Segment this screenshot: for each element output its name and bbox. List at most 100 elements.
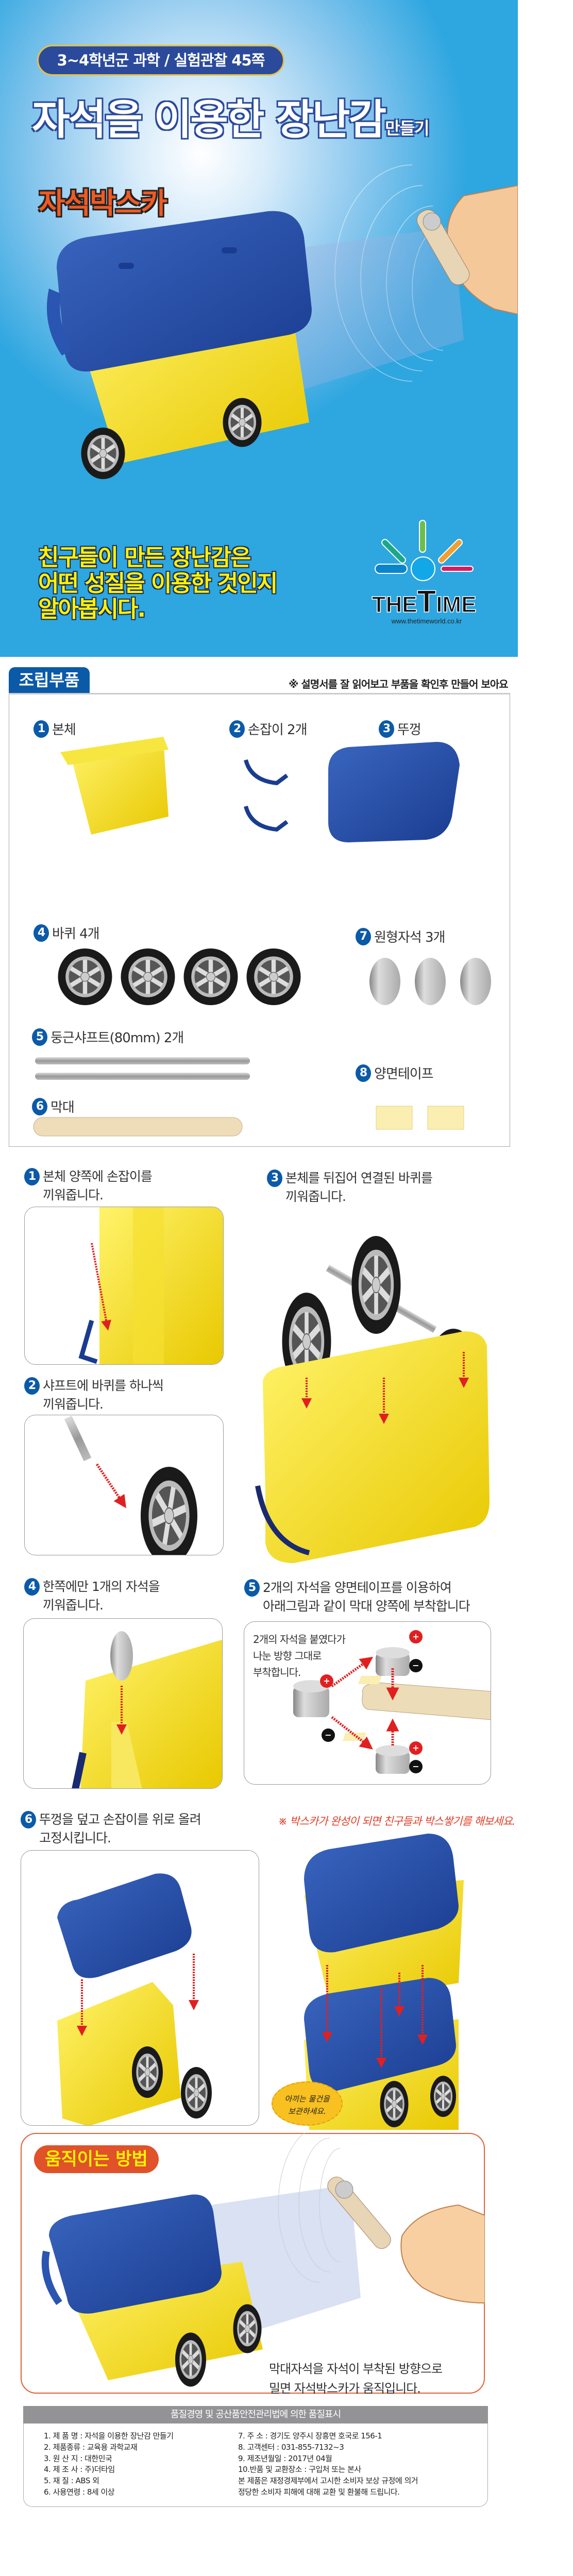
title-main: 자석을 이용한 장난감	[32, 96, 386, 144]
step-text: 끼워줍니다.	[285, 1189, 346, 1204]
step-number: 1	[24, 1168, 40, 1185]
step-text: 본체를 뒤집어 연결된 바퀴를	[285, 1171, 433, 1185]
part-name: 원형자석 3개	[374, 930, 445, 945]
tape-image	[376, 1106, 464, 1130]
movement-tab: 움직이는 방법	[34, 2145, 159, 2173]
quality-row: 10.반품 및 교환장소 : 구입처 또는 본사	[238, 2465, 361, 2475]
quality-row: 7. 주 소 : 경기도 양주시 장흥면 호국로 156-1	[238, 2431, 382, 2441]
curriculum-badge: 3~4학년군 과학 / 실험관찰 45쪽	[37, 45, 284, 76]
quality-row: 정당한 소비자 피해에 대해 교환 및 환불해 드립니다.	[238, 2487, 400, 2497]
quality-row: 4. 제 조 사 : 주)더타임	[44, 2465, 115, 2475]
step-5-caption: 2개의 자석을 붙였다가 나눈 방향 그대로 부착합니다.	[253, 1631, 346, 1681]
parts-note: ※ 설명서를 잘 읽어보고 부품을 확인후 만들어 보아요	[289, 678, 509, 690]
quality-row: 3. 원 산 지 : 대한민국	[44, 2453, 112, 2463]
hero-illustration: THETIME	[46, 164, 518, 619]
quality-row: 6. 사용연령 : 8세 이상	[44, 2487, 115, 2497]
movement-line: 밀면 자석박스카가 움직입니다.	[269, 2381, 421, 2396]
part-number: 6	[32, 1097, 47, 1115]
minus-pole-icon: −	[409, 1659, 423, 1672]
bubble-line: 보관하세요.	[288, 2107, 326, 2116]
part-number: 7	[356, 927, 371, 945]
stick-image	[33, 1117, 243, 1137]
logo-url: www.thetimeworld.co.kr	[391, 617, 462, 625]
intro-line: 친구들이 만든 장난감은	[38, 545, 251, 571]
minus-pole-icon: −	[409, 1760, 423, 1773]
plus-pole-icon: +	[409, 1741, 423, 1755]
magnets-image	[369, 958, 491, 1005]
part-name: 손잡이 2개	[248, 722, 307, 738]
intro-line: 어떤 성질을 이용한 것인지	[38, 570, 278, 597]
movement-illustration	[41, 2133, 485, 2394]
step-text: 한쪽에만 1개의 자석을	[43, 1579, 160, 1594]
part-name: 둥근샤프트(80mm) 2개	[50, 1030, 184, 1046]
the-time-logo: THETIME	[372, 520, 477, 619]
part-number: 2	[229, 720, 245, 738]
quality-row: 5. 재 질 : ABS 외	[44, 2476, 99, 2486]
quality-label-box	[23, 2406, 488, 2507]
part-number: 1	[33, 720, 49, 738]
parts-tab: 조립부품	[9, 667, 90, 693]
plus-pole-icon: +	[320, 1674, 333, 1688]
part-number: 3	[379, 720, 394, 738]
step-text: 끼워줍니다.	[43, 1397, 104, 1412]
part-name: 바퀴 4개	[52, 926, 100, 942]
wheels-image	[58, 948, 301, 1005]
parts-illustrations	[33, 737, 491, 1137]
quality-row: 9. 제조년월일 : 2017년 04월	[238, 2453, 332, 2463]
step-number: 3	[267, 1170, 282, 1187]
body-image	[60, 737, 168, 835]
step-number: 6	[21, 1811, 36, 1828]
step-number: 4	[24, 1578, 40, 1596]
box-car-image	[46, 211, 464, 479]
intro-line: 알아봅시다.	[38, 596, 146, 622]
product-name: 자석박스카	[39, 187, 167, 221]
part-name: 막대	[50, 1100, 75, 1115]
part-name: 양면테이프	[374, 1066, 434, 1082]
title-suffix: 만들기	[385, 118, 429, 138]
quality-row: 본 제품은 재정경제부에서 고시한 소비자 보상 규정에 의거	[238, 2476, 418, 2486]
step-text: 샤프트에 바퀴를 하나씩	[43, 1378, 164, 1393]
hand-with-magnet-image	[416, 184, 518, 315]
step-2-image	[24, 1415, 224, 1555]
step-text: 본체 양쪽에 손잡이를	[43, 1169, 153, 1184]
parts-box	[9, 693, 510, 1147]
movement-line: 막대자석을 자석이 부착된 방향으로	[269, 2362, 443, 2376]
handle-image	[244, 759, 289, 832]
step-text: 2개의 자석을 양면테이프를 이용하여	[263, 1580, 452, 1595]
step-text: 끼워줍니다.	[43, 1188, 104, 1202]
shafts-image	[35, 1057, 250, 1080]
part-number: 5	[32, 1028, 47, 1046]
hero-banner: THETIME 3~4학년군 과학 / 실험관찰 45쪽 자석을 이용한 장난감…	[0, 0, 518, 657]
stacked-boxcars-image	[304, 1834, 464, 2130]
caption-line: 부착합니다.	[253, 1666, 301, 1679]
caption-line: 2개의 자석을 붙였다가	[253, 1633, 346, 1646]
part-name: 본체	[52, 722, 76, 738]
step-text: 뚜껑을 덮고 손잡이를 위로 올려	[39, 1812, 201, 1827]
step-1-image	[24, 1207, 224, 1365]
step-text: 끼워줍니다.	[43, 1598, 104, 1613]
minus-pole-icon: −	[322, 1728, 335, 1742]
step-5-image: 2개의 자석을 붙였다가 나눈 방향 그대로 부착합니다. + − + − + …	[244, 1621, 491, 1785]
step-4-image	[23, 1618, 223, 1789]
step-6-image	[21, 1850, 259, 2126]
quality-row: 1. 제 품 명 : 자석을 이용한 장난감 만들기	[44, 2431, 174, 2441]
step-text: 고정시킵니다.	[39, 1831, 111, 1845]
caption-line: 나눈 방향 그대로	[253, 1650, 322, 1662]
